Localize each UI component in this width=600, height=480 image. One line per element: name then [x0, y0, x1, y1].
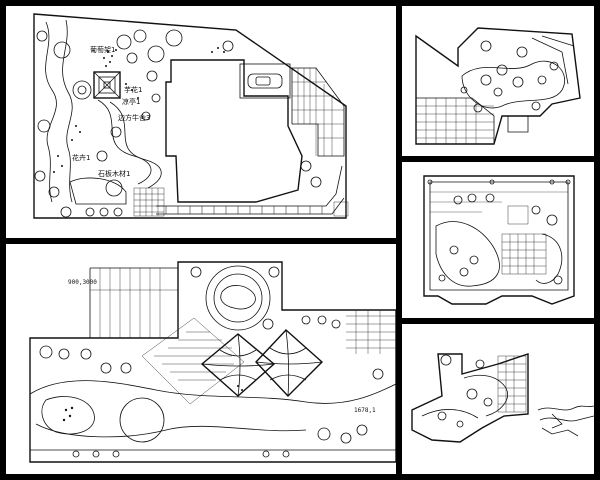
- label-flower-bed: 花卉1: [72, 153, 90, 162]
- main-garden-plan: 葡萄架1 芋花1 凉亭1 边方牛舍3 花卉1 石板木材1: [6, 6, 396, 238]
- label-corner-walk: 边方牛舍3: [118, 113, 150, 122]
- small-plan-3-drawing: [411, 353, 594, 443]
- label-plant-a: 芋花1: [124, 85, 142, 94]
- pavilion-icon: [93, 71, 121, 99]
- garden-plan-small-2: [402, 162, 594, 318]
- label-stone-path: 石板木材1: [98, 169, 130, 178]
- garden-plan-large-bottom: 900,3000: [6, 244, 396, 474]
- main-plan-drawing: 葡萄架1 芋花1 凉亭1 边方牛舍3 花卉1 石板木材1: [33, 13, 349, 219]
- bottom-plan-drawing: 900,3000: [29, 261, 396, 463]
- tensile-canopy-icon: [200, 329, 324, 398]
- dimension-label-right: 1678,1: [354, 407, 376, 414]
- garden-plan-small-1: [402, 6, 594, 156]
- garden-plan-small-3: [402, 324, 594, 474]
- dimension-label-top: 900,3000: [68, 279, 97, 286]
- small-plan-1-drawing: [415, 27, 581, 145]
- label-pavilion: 葡萄架1: [90, 45, 115, 54]
- car-icon: [247, 73, 283, 89]
- label-plant-b: 凉亭1: [122, 97, 140, 106]
- small-plan-2-drawing: [423, 175, 575, 305]
